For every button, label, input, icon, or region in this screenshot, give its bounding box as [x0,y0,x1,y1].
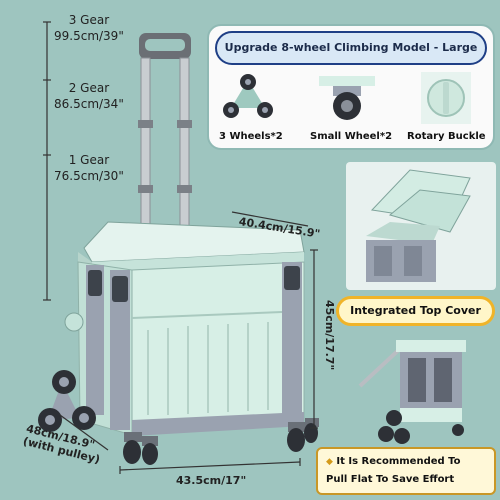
rotary-buckle-icon [421,72,471,124]
height-measure-line [43,21,51,301]
features-panel: Upgrade 8-wheel Climbing Model - Large 3… [207,24,495,150]
width-dimension: 43.5cm/17" [176,474,247,487]
pull-flat-illustration [358,340,466,444]
notice-line-2: Pull Flat To Save Effort [326,474,455,485]
notice-text-1: It Is Recommended To [336,456,461,467]
cart-box [64,221,305,436]
top-cover-badge: Integrated Top Cover [336,296,495,326]
stair-climbing-wheel [38,370,96,432]
height-dimension: 45cm/17.7" [323,300,336,371]
gear-3-label: 3 Gear 99.5cm/39" [54,12,124,44]
feature-label-small-wheel: Small Wheel*2 [310,131,393,142]
small-wheel-icon [319,76,375,120]
gear-value: 86.5cm/34" [54,97,124,111]
features-title: Upgrade 8-wheel Climbing Model - Large [215,31,487,65]
gear-value: 99.5cm/39" [54,29,124,43]
pull-flat-notice: ◆ It Is Recommended To Pull Flat To Save… [316,447,496,495]
dimension-lines [59,211,318,474]
feature-label-3-wheels: 3 Wheels*2 [219,131,283,142]
notice-line-1: ◆ It Is Recommended To [326,453,488,471]
gear-name: 3 Gear [68,13,110,27]
caster-wheels [123,418,319,465]
gear-name: 2 Gear [68,81,110,95]
gear-1-label: 1 Gear 76.5cm/30" [54,152,124,184]
feature-label-rotary-buckle: Rotary Buckle [407,131,486,142]
gear-name: 1 Gear [68,153,110,167]
gear-2-label: 2 Gear 86.5cm/34" [54,80,124,112]
top-cover-illustration [346,162,496,290]
three-wheel-icon [223,74,273,118]
diamond-bullet-icon: ◆ [326,457,333,467]
telescoping-handle [138,33,192,249]
gear-value: 76.5cm/30" [54,169,124,183]
